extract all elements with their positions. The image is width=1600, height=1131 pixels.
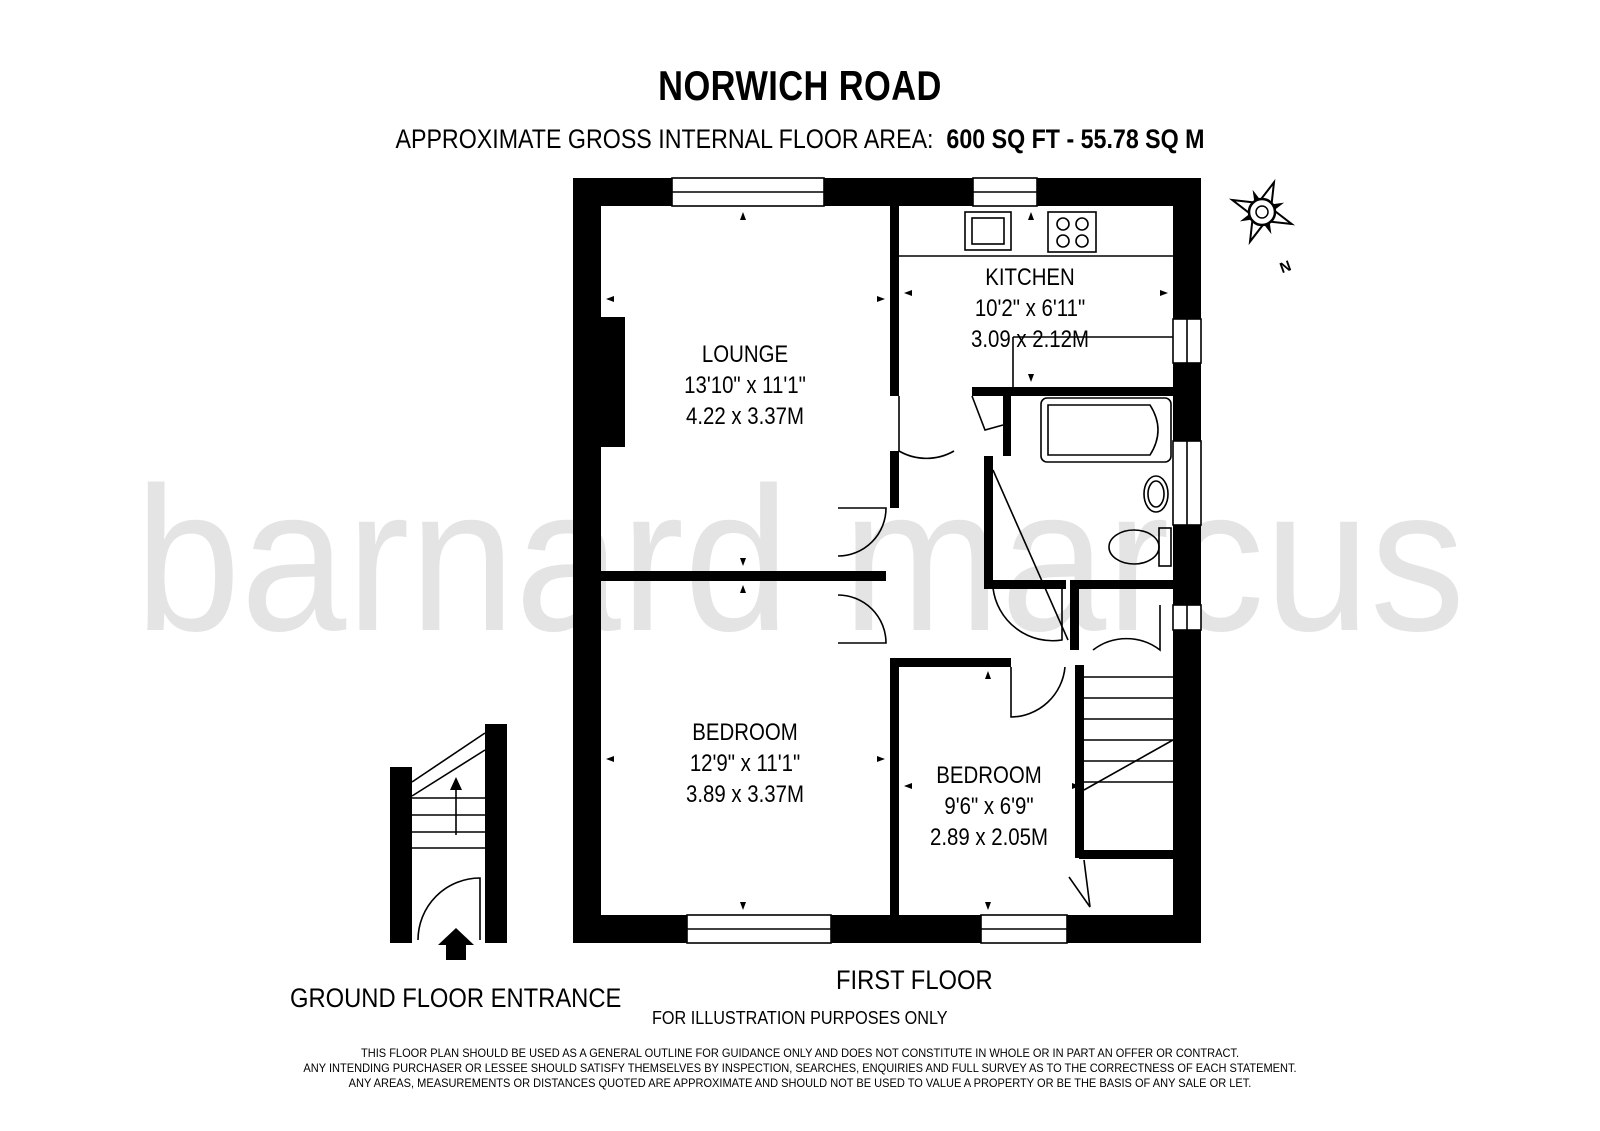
hob-icon xyxy=(1047,211,1097,253)
illustration-note: FOR ILLUSTRATION PURPOSES ONLY xyxy=(652,1008,948,1028)
entrance-wall-left-inner xyxy=(402,767,412,943)
wall-hall-stair xyxy=(1070,580,1079,650)
door-hall-lounge xyxy=(837,507,887,557)
watermark-text: barnard marcus xyxy=(135,445,1465,674)
disclaimer-line: THIS FLOOR PLAN SHOULD BE USED AS A GENE… xyxy=(360,1046,1240,1060)
room-name: KITCHEN xyxy=(985,264,1075,291)
room-kitchen: KITCHEN 10'2" x 6'11" 3.09 x 2.12M xyxy=(966,262,1094,355)
disclaimer: THIS FLOOR PLAN SHOULD BE USED AS A GENE… xyxy=(64,1046,1536,1091)
toilet-icon xyxy=(1108,529,1160,565)
room-size-imperial: 12'9" x 11'1" xyxy=(689,750,801,777)
outer-wall-bottom xyxy=(573,915,687,943)
outer-wall-right xyxy=(1173,363,1201,441)
entrance-wall-left xyxy=(390,767,402,943)
outer-wall-top xyxy=(824,178,973,206)
disclaimer-line: ANY AREAS, MEASUREMENTS OR DISTANCES QUO… xyxy=(348,1076,1252,1090)
room-bedroom-2: BEDROOM 9'6" x 6'9" 2.89 x 2.05M xyxy=(925,760,1053,853)
door-stair xyxy=(1092,605,1161,652)
first-floor-label: FIRST FLOOR xyxy=(836,965,993,995)
wall-lounge-kitchen xyxy=(890,206,899,396)
room-bedroom-1: BEDROOM 12'9" x 11'1" 3.89 x 3.37M xyxy=(681,717,809,810)
room-name: BEDROOM xyxy=(936,762,1042,789)
compass-north-label: N xyxy=(1278,257,1294,277)
wall-bedroom-bedroom xyxy=(890,658,899,915)
wall-bathroom-bottom-right xyxy=(1070,580,1173,589)
door-bedroom2 xyxy=(1010,666,1066,718)
wall-stair-left xyxy=(1075,665,1084,858)
door-cupboard-lower xyxy=(1068,859,1091,908)
entrance-wall-right-outer xyxy=(495,724,507,943)
room-size-metric: 4.22 x 3.37M xyxy=(686,403,804,430)
room-size-metric: 3.09 x 2.12M xyxy=(971,326,1089,353)
room-size-imperial: 9'6" x 6'9" xyxy=(944,793,1034,820)
floor-area: APPROXIMATE GROSS INTERNAL FLOOR AREA: 6… xyxy=(112,124,1488,155)
door-bathroom-leaf xyxy=(992,469,1069,641)
room-lounge: LOUNGE 13'10" x 11'1" 4.22 x 3.37M xyxy=(681,339,809,432)
outer-wall-bottom xyxy=(831,915,981,943)
wall-lounge-bedroom xyxy=(599,571,886,581)
page-title: NORWICH ROAD xyxy=(658,62,942,109)
wall-bathroom-bottom xyxy=(984,580,1066,589)
outer-wall-right xyxy=(1173,178,1201,319)
room-size-metric: 2.89 x 2.05M xyxy=(930,824,1048,851)
ground-floor-label: GROUND FLOOR ENTRANCE xyxy=(290,983,622,1013)
wall-cupboard xyxy=(1003,396,1011,456)
chimney-breast xyxy=(601,317,625,447)
door-bedroom1 xyxy=(837,594,887,644)
disclaimer-line: ANY INTENDING PURCHASER OR LESSEE SHOULD… xyxy=(303,1061,1297,1075)
bath-icon xyxy=(1040,397,1172,463)
measurement-markers xyxy=(606,212,1168,910)
compass-icon xyxy=(1228,178,1296,246)
outer-wall-left xyxy=(573,178,601,943)
wall-bathroom-left xyxy=(984,456,993,588)
staircase xyxy=(1083,676,1174,791)
room-name: BEDROOM xyxy=(692,719,798,746)
outer-wall-right xyxy=(1173,630,1201,943)
room-size-metric: 3.89 x 3.37M xyxy=(686,781,804,808)
entrance-door xyxy=(417,877,481,941)
door-lounge xyxy=(898,396,955,460)
room-size-imperial: 13'10" x 11'1" xyxy=(684,372,806,399)
door-cupboard xyxy=(971,395,1004,431)
entrance-staircase xyxy=(411,732,486,849)
room-name: LOUNGE xyxy=(701,341,789,368)
wall-lounge-hall xyxy=(890,451,899,508)
sink-icon xyxy=(964,211,1012,251)
stair-arrow-icon xyxy=(450,777,462,790)
floor-area-value: 600 SQ FT - 55.78 SQ M xyxy=(946,124,1205,154)
entrance-arrow-icon xyxy=(438,928,474,960)
wall-bedroom2-top xyxy=(899,658,1011,667)
wall-bathroom-top xyxy=(972,387,1173,396)
wall-cupboard-top xyxy=(1079,850,1173,859)
outer-wall-right xyxy=(1173,525,1201,605)
room-size-imperial: 10'2" x 6'11" xyxy=(974,295,1086,322)
basin-icon xyxy=(1143,475,1169,513)
floor-area-prefix: APPROXIMATE GROSS INTERNAL FLOOR AREA: xyxy=(395,124,934,154)
entrance-wall-right xyxy=(485,724,495,943)
